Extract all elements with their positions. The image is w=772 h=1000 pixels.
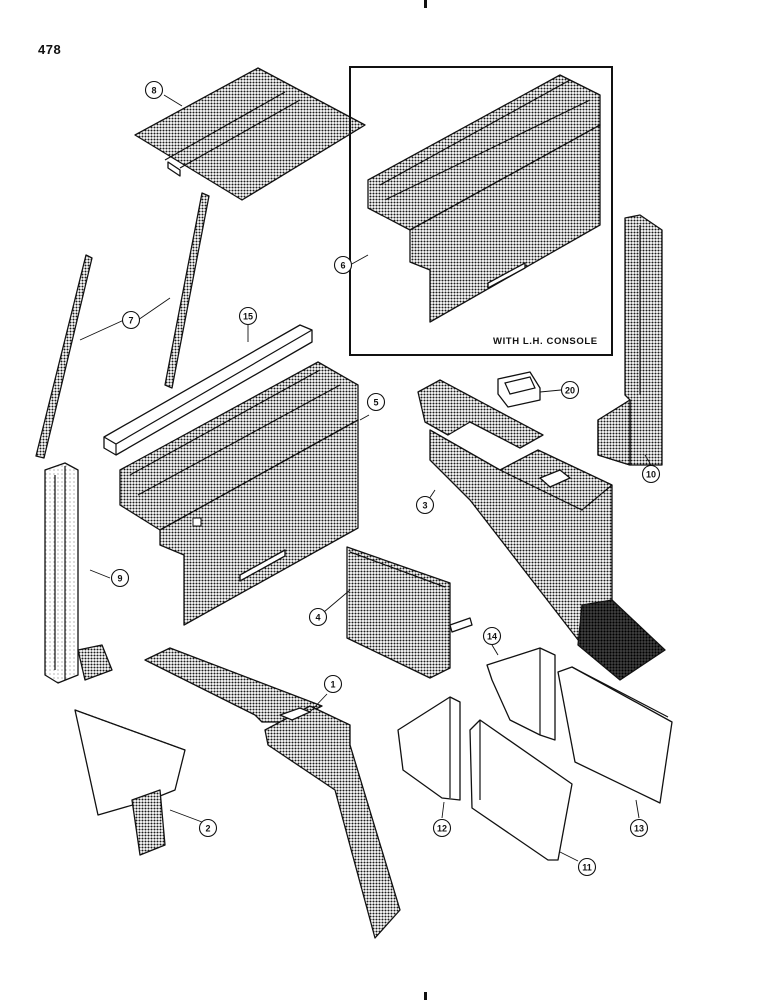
callout-9: 9 xyxy=(110,568,130,588)
part-9-post xyxy=(44,462,113,684)
part-12-panel xyxy=(397,696,461,801)
svg-text:5: 5 xyxy=(373,398,378,408)
inset-caption: WITH L.H. CONSOLE xyxy=(493,336,598,347)
callout-6: 6 xyxy=(333,255,353,275)
part-13-panel xyxy=(557,666,673,804)
svg-text:3: 3 xyxy=(422,501,427,511)
part-14-panel xyxy=(486,647,556,741)
callout-7: 7 xyxy=(121,310,141,330)
callout-5: 5 xyxy=(366,392,386,412)
svg-text:6: 6 xyxy=(340,261,345,271)
svg-text:7: 7 xyxy=(128,316,133,326)
part-7-strips xyxy=(35,192,210,459)
svg-text:11: 11 xyxy=(582,863,592,873)
callout-15: 15 xyxy=(238,306,258,326)
svg-text:15: 15 xyxy=(243,312,253,322)
registration-mark-bottom xyxy=(424,992,427,1000)
part-4-panel xyxy=(346,546,473,679)
svg-text:10: 10 xyxy=(646,470,656,480)
registration-mark xyxy=(424,0,427,8)
callout-10: 10 xyxy=(641,464,661,484)
part-1-floor-plate xyxy=(144,647,401,939)
callout-1: 1 xyxy=(323,674,343,694)
part-3-console xyxy=(417,379,666,681)
callout-11: 11 xyxy=(577,857,597,877)
part-15-strip xyxy=(103,324,313,456)
part-8-mat xyxy=(134,67,366,201)
svg-text:13: 13 xyxy=(634,824,644,834)
callout-13: 13 xyxy=(629,818,649,838)
part-11-panel xyxy=(469,719,573,861)
callout-14: 14 xyxy=(482,626,502,646)
svg-text:14: 14 xyxy=(487,632,497,642)
svg-text:2: 2 xyxy=(205,824,210,834)
part-10-bracket xyxy=(597,214,663,466)
part-20-tray xyxy=(497,371,541,408)
page-number: 478 xyxy=(38,42,62,57)
part-6-floor-mat-lh-console xyxy=(367,74,601,323)
svg-text:1: 1 xyxy=(330,680,335,690)
callout-12: 12 xyxy=(432,818,452,838)
svg-text:20: 20 xyxy=(565,386,575,396)
svg-text:12: 12 xyxy=(437,824,447,834)
callout-4: 4 xyxy=(308,607,328,627)
part-5-floor-mat xyxy=(119,361,359,626)
part-2-side-panel xyxy=(74,709,186,856)
callout-3: 3 xyxy=(415,495,435,515)
svg-text:4: 4 xyxy=(315,613,320,623)
callout-2: 2 xyxy=(198,818,218,838)
inset-box xyxy=(349,66,613,356)
callout-20: 20 xyxy=(560,380,580,400)
leader-lines xyxy=(79,94,652,862)
svg-text:9: 9 xyxy=(117,574,122,584)
callout-8: 8 xyxy=(144,80,164,100)
svg-text:8: 8 xyxy=(151,86,156,96)
